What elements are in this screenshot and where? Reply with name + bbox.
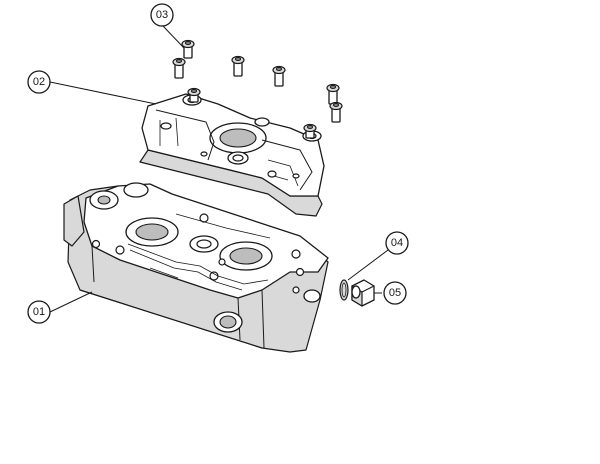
callout-05-label: 05 (389, 287, 401, 299)
callout-02: 02 (27, 70, 51, 94)
callout-04: 04 (385, 231, 409, 255)
leader-03 (162, 25, 185, 49)
bolt-3 (231, 55, 245, 77)
leader-02 (49, 81, 157, 105)
callout-03-label: 03 (156, 9, 168, 21)
plug-part-05 (351, 279, 375, 307)
bolt-4 (272, 65, 286, 87)
bolt-7 (303, 123, 317, 139)
bolt-1 (172, 57, 186, 79)
callout-02-label: 02 (33, 76, 45, 88)
callout-01-label: 01 (33, 306, 45, 318)
leader-04 (347, 249, 389, 281)
bolt-5 (326, 83, 340, 105)
bolt-8 (187, 87, 201, 103)
callout-03: 03 (150, 3, 174, 27)
bolt-2 (181, 39, 195, 59)
seal-ring-part-04 (339, 279, 349, 301)
callout-04-label: 04 (391, 237, 403, 249)
leader-01 (49, 291, 93, 313)
callout-01: 01 (27, 300, 51, 324)
callout-05: 05 (383, 281, 407, 305)
cylinder-head-part-01 (63, 182, 329, 353)
bolt-6 (329, 101, 343, 123)
bolts-part-03 (172, 39, 343, 139)
